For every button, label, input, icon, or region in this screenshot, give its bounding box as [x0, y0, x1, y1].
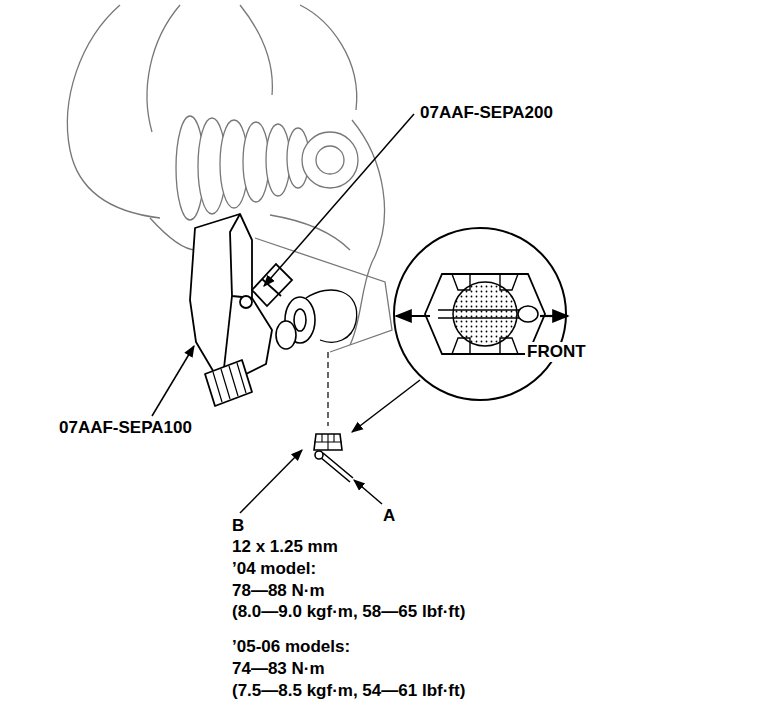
callout-letter: A	[381, 506, 397, 526]
puller-wedge	[252, 264, 292, 306]
torque-value: 74—83 N·m	[230, 659, 327, 679]
tool-number: 07AAF-SEPA100	[57, 418, 194, 438]
assembly-line	[327, 352, 328, 426]
direction-label: FRONT	[525, 342, 588, 362]
castle-nut	[314, 434, 342, 450]
tool-number: 07AAF-SEPA200	[418, 103, 555, 123]
torque-value: (8.0—9.0 kgf·m, 58—65 lbf·ft)	[230, 602, 467, 622]
callout-letter: B	[230, 516, 246, 536]
model-note: ’05-06 models:	[230, 637, 352, 657]
torque-value: (7.5—8.5 kgf·m, 54—61 lbf·ft)	[230, 681, 467, 701]
detail-inset	[394, 228, 568, 400]
leader-lines	[152, 114, 420, 513]
ball-joint-stud	[276, 290, 357, 349]
drive-boot	[176, 116, 358, 220]
cotter-pin	[315, 451, 353, 482]
model-note: ’04 model:	[230, 559, 318, 579]
thread-size: 12 x 1.25 mm	[230, 537, 340, 557]
puller-bracket	[190, 214, 272, 406]
torque-value: 78—88 N·m	[230, 581, 327, 601]
